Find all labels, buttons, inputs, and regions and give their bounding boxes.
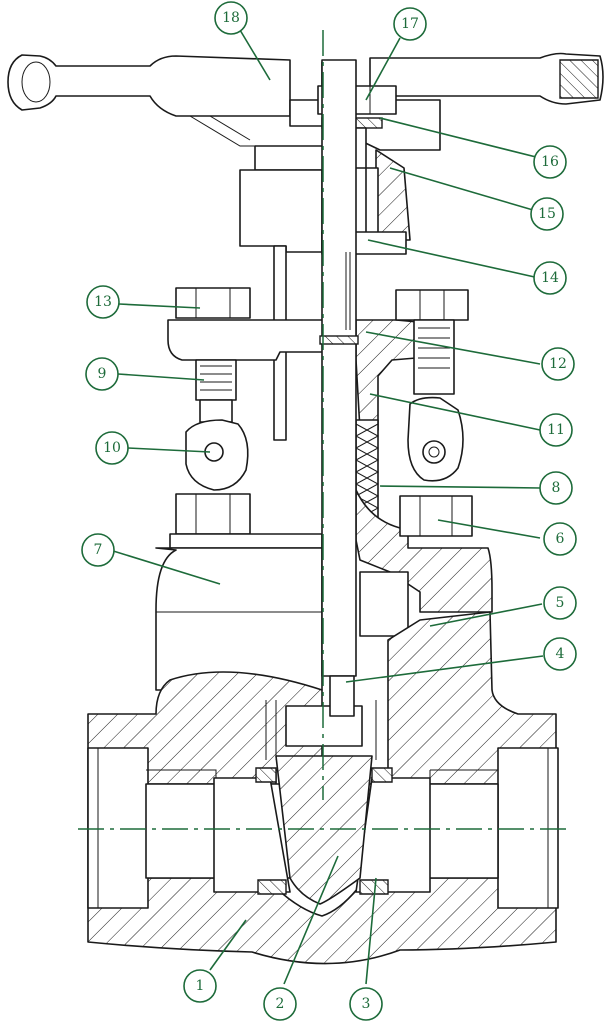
- callout-5: 5: [543, 586, 577, 620]
- callout-circle-10: [95, 431, 129, 465]
- callout-circle-4: [543, 637, 577, 671]
- callout-18: 18: [214, 1, 248, 35]
- callout-circle-11: [539, 413, 573, 447]
- callout-3: 3: [349, 987, 383, 1021]
- callout-number-6: 6: [556, 531, 565, 547]
- callout-number-18: 18: [222, 10, 240, 26]
- callout-circle-7: [81, 533, 115, 567]
- callout-number-17: 17: [401, 16, 419, 32]
- callout-circle-17: [393, 7, 427, 41]
- callout-12: 12: [541, 347, 575, 381]
- callout-circle-15: [530, 197, 564, 231]
- callout-number-10: 10: [103, 440, 121, 456]
- callout-17: 17: [393, 7, 427, 41]
- gland-packing: [354, 289, 469, 525]
- callout-number-5: 5: [556, 595, 565, 611]
- callout-13: 13: [86, 285, 120, 319]
- callout-circle-13: [86, 285, 120, 319]
- callout-circle-5: [543, 586, 577, 620]
- gland-bolt-left: [167, 287, 327, 491]
- callout-number-14: 14: [541, 270, 559, 286]
- callout-circle-8: [539, 471, 573, 505]
- callout-number-13: 13: [94, 294, 112, 310]
- callout-number-3: 3: [362, 996, 371, 1012]
- callout-2: 2: [263, 987, 297, 1021]
- callout-number-9: 9: [98, 366, 107, 382]
- callout-number-11: 11: [547, 422, 565, 438]
- callout-11: 11: [539, 413, 573, 447]
- leader-lines: [109, 29, 549, 985]
- callout-15: 15: [530, 197, 564, 231]
- callout-number-1: 1: [196, 978, 205, 994]
- callout-4: 4: [543, 637, 577, 671]
- handwheel: [7, 52, 604, 171]
- callout-circle-3: [349, 987, 383, 1021]
- callout-number-15: 15: [538, 206, 556, 222]
- callout-number-16: 16: [541, 154, 559, 170]
- callout-circle-6: [543, 522, 577, 556]
- callout-number-8: 8: [552, 480, 561, 496]
- callout-number-12: 12: [549, 356, 567, 372]
- callout-circle-14: [533, 261, 567, 295]
- callout-10: 10: [95, 431, 129, 465]
- callout-circle-12: [541, 347, 575, 381]
- callout-9: 9: [85, 357, 119, 391]
- wedge: [275, 705, 373, 905]
- callout-circle-16: [533, 145, 567, 179]
- callout-16: 16: [533, 145, 567, 179]
- callout-number-2: 2: [276, 996, 285, 1012]
- callout-8: 8: [539, 471, 573, 505]
- callout-number-7: 7: [94, 542, 103, 558]
- callout-circle-9: [85, 357, 119, 391]
- callout-number-4: 4: [556, 646, 565, 662]
- seat-rings: [213, 767, 431, 895]
- bonnet: [155, 489, 493, 691]
- callout-circle-1: [183, 969, 217, 1003]
- callout-circle-2: [263, 987, 297, 1021]
- packing-rings: [354, 419, 380, 525]
- callout-14: 14: [533, 261, 567, 295]
- callout-6: 6: [543, 522, 577, 556]
- callout-7: 7: [81, 533, 115, 567]
- stem: [265, 59, 389, 760]
- callout-circle-18: [214, 1, 248, 35]
- callout-1: 1: [183, 969, 217, 1003]
